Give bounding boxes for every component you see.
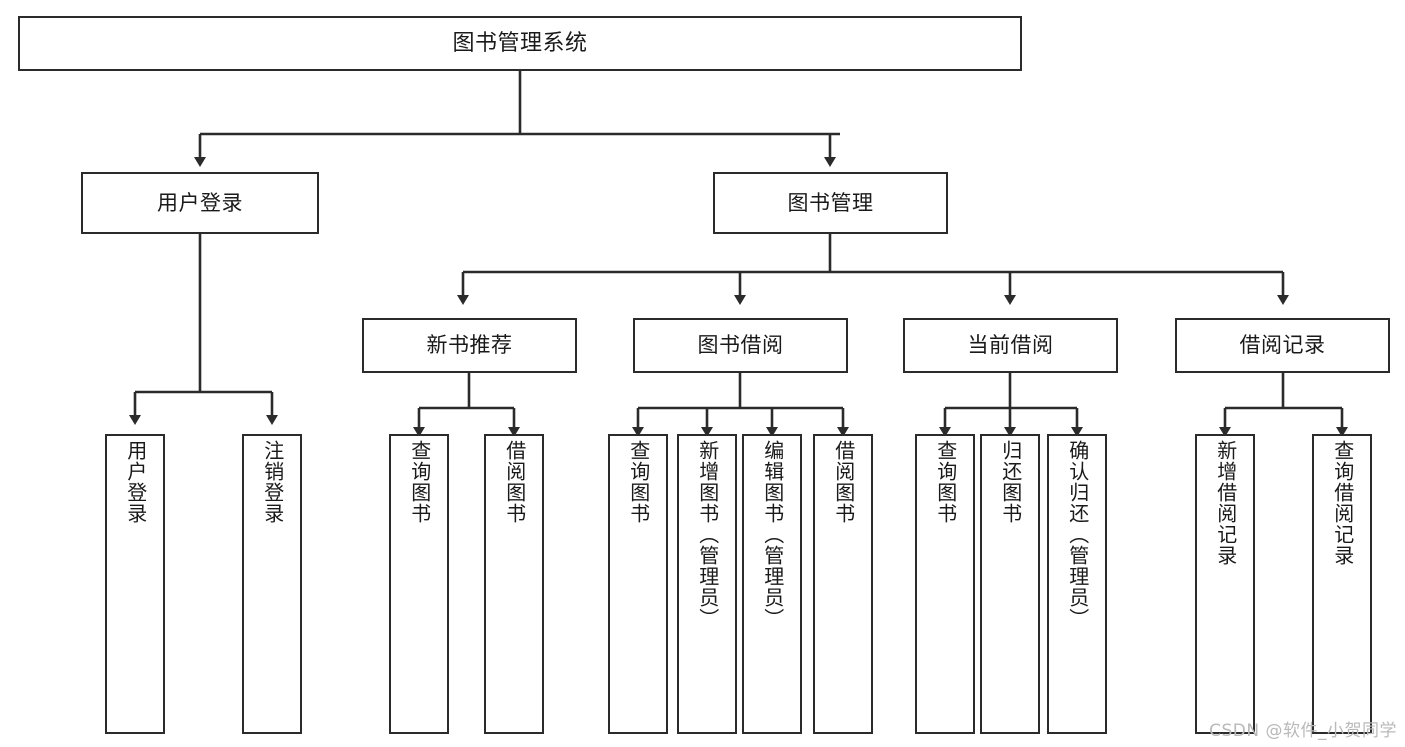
leaf-label: 借阅图书 [502,440,527,524]
leaf-query-book-current[interactable]: 查询图书 [915,434,975,734]
node-label: 用户登录 [157,190,243,215]
leaf-label: 查询图书 [626,440,651,524]
leaf-label: 查询借阅记录 [1330,440,1355,566]
leaf-user-login[interactable]: 用户登录 [105,434,165,734]
leaf-borrow-book[interactable]: 借阅图书 [813,434,873,734]
node-label: 图书管理系统 [452,30,588,56]
leaf-label: 编辑图书（管理员） [760,440,785,629]
node-borrow-record[interactable]: 借阅记录 [1175,318,1390,373]
leaf-label: 新增借阅记录 [1213,440,1238,566]
leaf-borrow-book-recommend[interactable]: 借阅图书 [484,434,544,734]
node-book-borrow[interactable]: 图书借阅 [633,318,848,373]
leaf-return-book[interactable]: 归还图书 [980,434,1040,734]
leaf-add-book-admin[interactable]: 新增图书（管理员） [677,434,737,734]
leaf-label: 查询图书 [933,440,958,524]
node-label: 借阅记录 [1239,333,1326,358]
node-label: 新书推荐 [426,333,513,358]
leaf-edit-book-admin[interactable]: 编辑图书（管理员） [742,434,802,734]
leaf-label: 注销登录 [260,440,285,524]
leaf-add-borrow-record[interactable]: 新增借阅记录 [1195,434,1255,734]
leaf-label: 查询图书 [407,440,432,524]
leaf-query-borrow-record[interactable]: 查询借阅记录 [1312,434,1372,734]
node-current-borrow[interactable]: 当前借阅 [903,318,1118,373]
leaf-label: 归还图书 [998,440,1023,524]
leaf-logout[interactable]: 注销登录 [242,434,302,734]
node-root-system[interactable]: 图书管理系统 [18,16,1022,71]
watermark-text: CSDN @软件_小贺同学 [1209,721,1397,741]
leaf-query-book-borrow[interactable]: 查询图书 [608,434,668,734]
leaf-query-book-recommend[interactable]: 查询图书 [389,434,449,734]
leaf-label: 借阅图书 [831,440,856,524]
node-label: 图书管理 [787,190,874,215]
node-label: 当前借阅 [967,333,1054,358]
node-label: 图书借阅 [697,333,784,358]
leaf-label: 用户登录 [123,440,148,524]
node-user-login[interactable]: 用户登录 [81,172,319,234]
leaf-label: 确认归还（管理员） [1065,440,1090,629]
leaf-confirm-return-admin[interactable]: 确认归还（管理员） [1047,434,1107,734]
node-book-management[interactable]: 图书管理 [713,172,948,234]
leaf-label: 新增图书（管理员） [695,440,720,629]
node-new-book-recommend[interactable]: 新书推荐 [362,318,577,373]
